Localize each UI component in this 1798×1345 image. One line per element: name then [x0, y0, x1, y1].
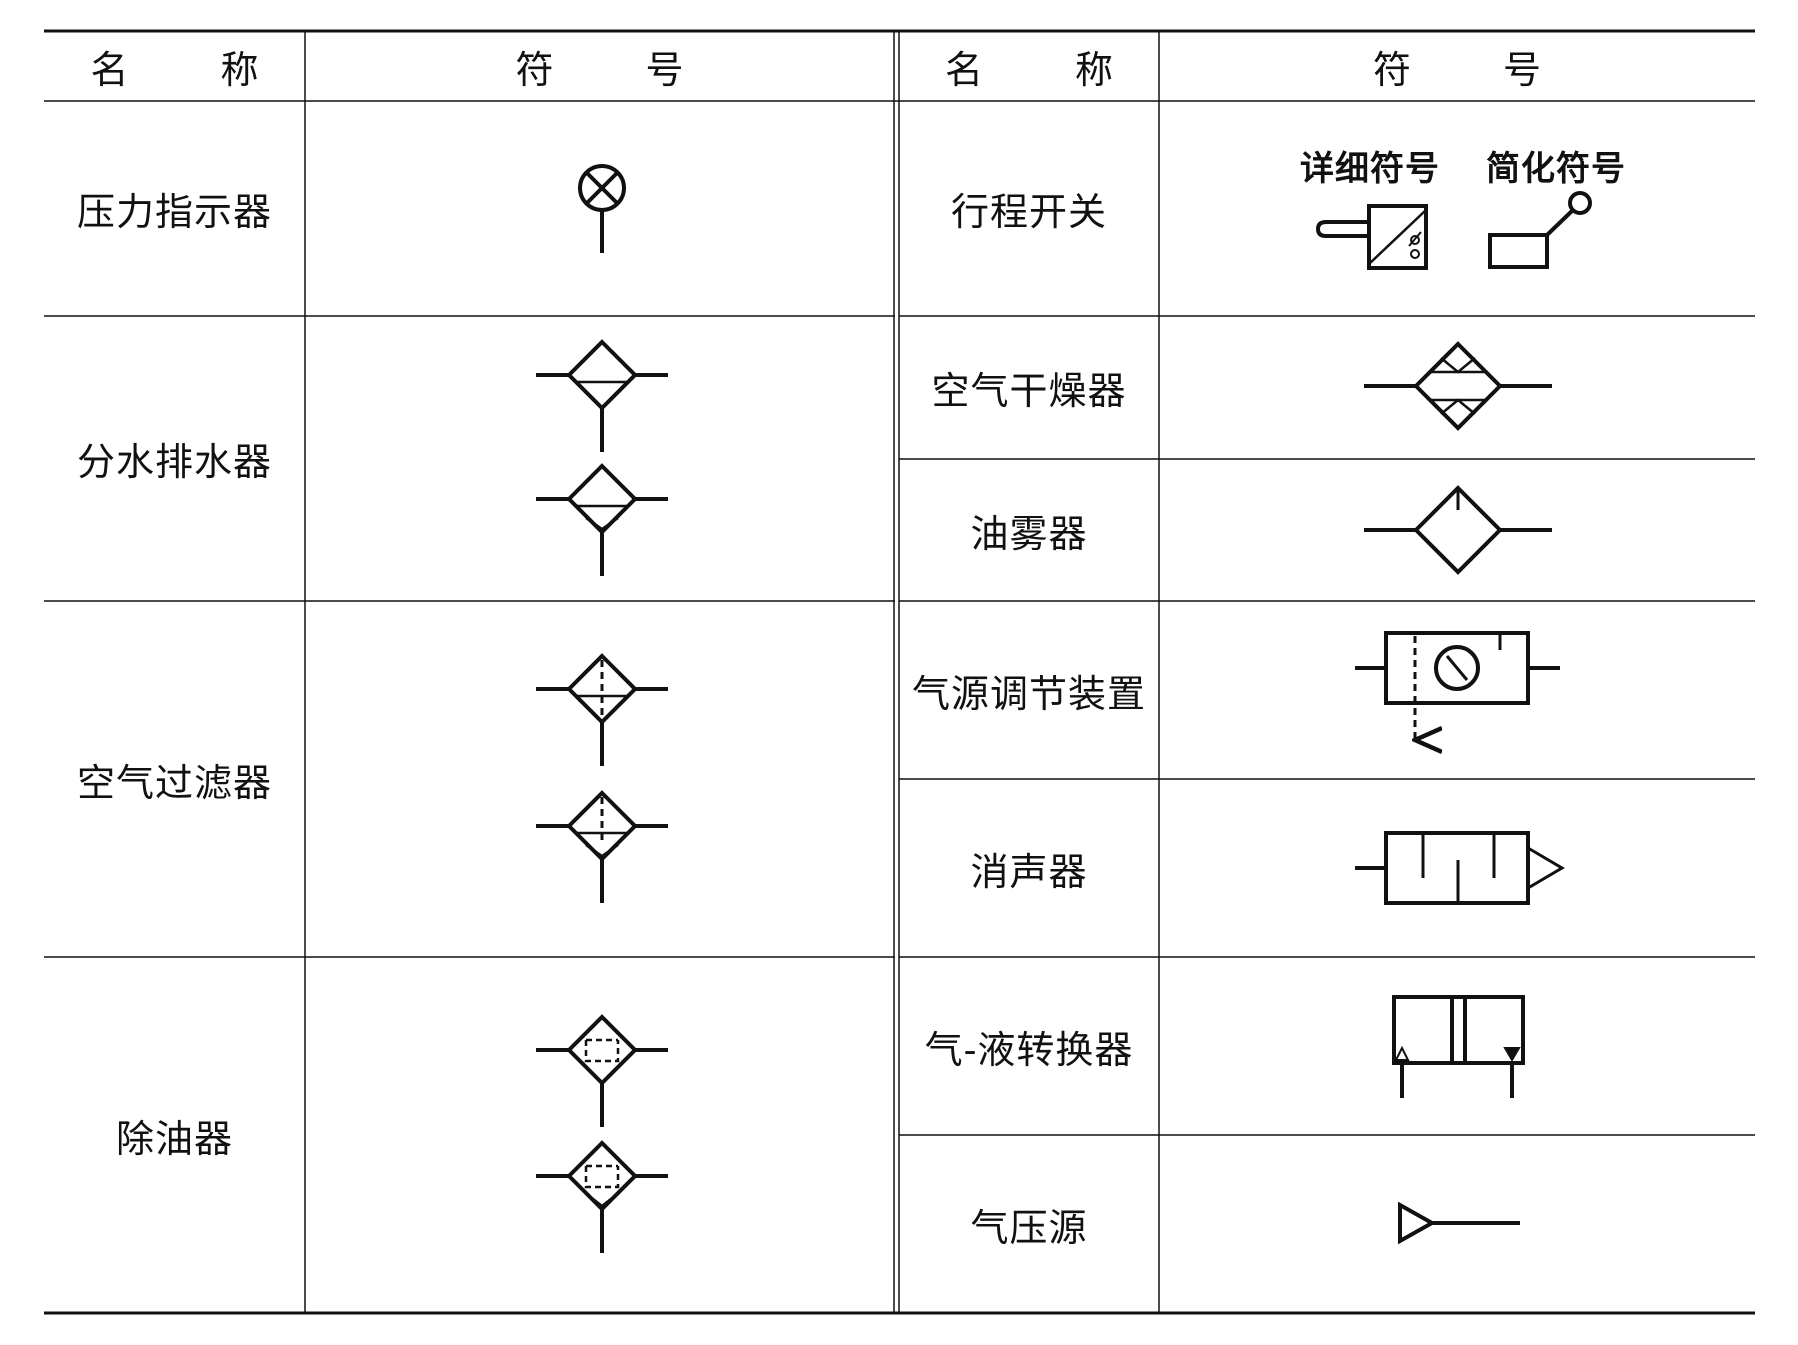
detailed-symbol-label: 详细符号	[1300, 148, 1440, 189]
header-symbol-right: 符 号	[1159, 31, 1755, 101]
air-source-conditioning-unit-symbol	[1355, 631, 1560, 740]
row-name: 行程开关	[950, 190, 1107, 234]
header-char: 号	[645, 47, 684, 92]
header-char: 名	[90, 47, 129, 92]
water-separator-auto-icon	[536, 463, 668, 576]
row-name: 气源调节装置	[911, 671, 1146, 716]
row-name: 除油器	[115, 1116, 233, 1161]
header-char: 称	[220, 47, 259, 92]
row-name: 气-液转换器	[924, 1027, 1134, 1072]
simplified-symbol-label: 简化符号	[1486, 148, 1626, 189]
travel-switch-symbols	[1315, 191, 1592, 270]
oil-remover-auto-icon	[536, 1140, 668, 1253]
oil-remover-manual-icon	[536, 1014, 668, 1127]
row-name: 压力指示器	[76, 190, 272, 234]
water-separator-manual-icon	[536, 339, 668, 452]
header-char: 称	[1075, 47, 1114, 92]
travel-switch-detailed-icon	[1315, 204, 1428, 270]
header-char: 号	[1503, 47, 1542, 92]
silencer-symbol	[1355, 831, 1565, 905]
table-rules	[44, 29, 1755, 1315]
row-name: 油雾器	[970, 511, 1088, 556]
pressure-indicator-symbol	[578, 164, 626, 253]
air-filter-symbols	[536, 653, 668, 903]
oil-mist-lubricator-symbol	[1364, 485, 1552, 575]
header-char: 名	[944, 47, 983, 92]
header-name-left: 名 称	[44, 31, 305, 101]
air-filter-auto-icon	[536, 790, 668, 903]
gas-liquid-converter-symbol	[1392, 995, 1525, 1098]
header-symbol-left: 符 号	[305, 31, 894, 101]
water-separator-symbols	[536, 339, 668, 576]
header-name-right: 名 称	[899, 31, 1159, 101]
air-filter-manual-icon	[536, 653, 668, 766]
air-dryer-symbol	[1364, 341, 1552, 431]
travel-switch-simplified-icon	[1488, 191, 1592, 269]
oil-remover-symbols	[536, 1014, 668, 1253]
header-char: 符	[515, 47, 554, 92]
row-name: 空气过滤器	[76, 760, 272, 805]
row-name: 消声器	[970, 849, 1088, 894]
row-name: 气压源	[970, 1205, 1088, 1250]
pneumatic-source-symbol	[1398, 1201, 1520, 1245]
row-name: 空气干燥器	[931, 369, 1127, 413]
row-name: 分水排水器	[76, 440, 272, 484]
header-char: 符	[1372, 47, 1411, 92]
